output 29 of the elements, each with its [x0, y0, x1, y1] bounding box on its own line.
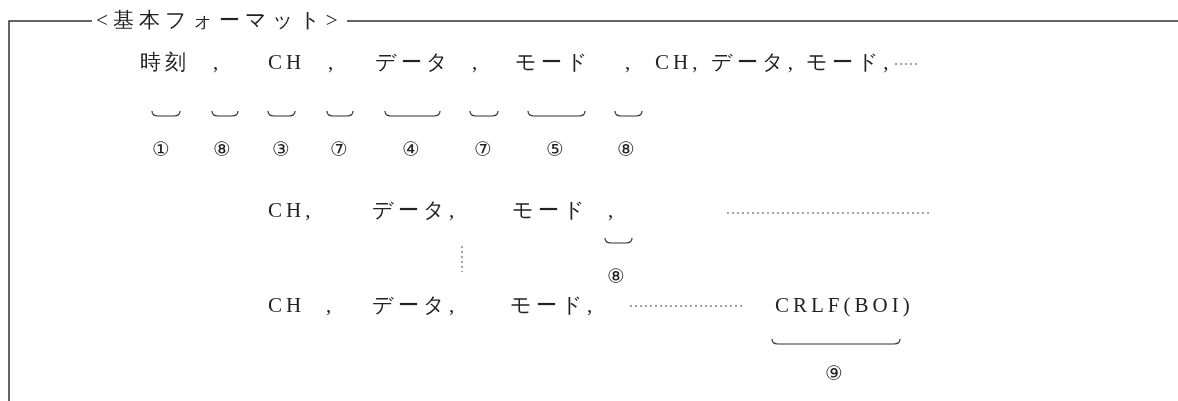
- format-field: CRLF(BOI): [775, 293, 914, 317]
- format-field: モード,: [510, 293, 597, 317]
- format-field: CH, データ, モード,: [655, 50, 893, 74]
- callout-number: ④: [402, 137, 420, 161]
- format-field: ,: [608, 198, 618, 222]
- format-field: ,: [213, 50, 223, 74]
- format-field: モード: [512, 198, 589, 222]
- format-field: データ,: [372, 293, 459, 317]
- format-field: ,: [472, 50, 482, 74]
- callout-number: ③: [272, 137, 290, 161]
- callout-number: ⑤: [546, 137, 564, 161]
- callout-number: ⑨: [825, 361, 843, 385]
- format-field: CH,: [268, 198, 315, 222]
- format-field: ,: [328, 50, 338, 74]
- title: <基本フォーマット>: [92, 8, 347, 32]
- callout-number: ⑧: [617, 137, 635, 161]
- callout-number: ⑦: [474, 137, 492, 161]
- format-field: データ: [375, 50, 452, 74]
- format-field: CH: [268, 50, 306, 74]
- format-field: ,: [326, 293, 336, 317]
- callout-number: ⑦: [330, 137, 348, 161]
- format-field: データ,: [372, 198, 459, 222]
- format-field: 時刻: [140, 50, 190, 74]
- callout-number: ⑧: [213, 137, 231, 161]
- callout-number: ①: [152, 137, 170, 161]
- format-field: ,: [625, 50, 635, 74]
- format-field: モード: [515, 50, 592, 74]
- callout-number: ⑧: [607, 264, 625, 288]
- format-field: CH: [268, 293, 306, 317]
